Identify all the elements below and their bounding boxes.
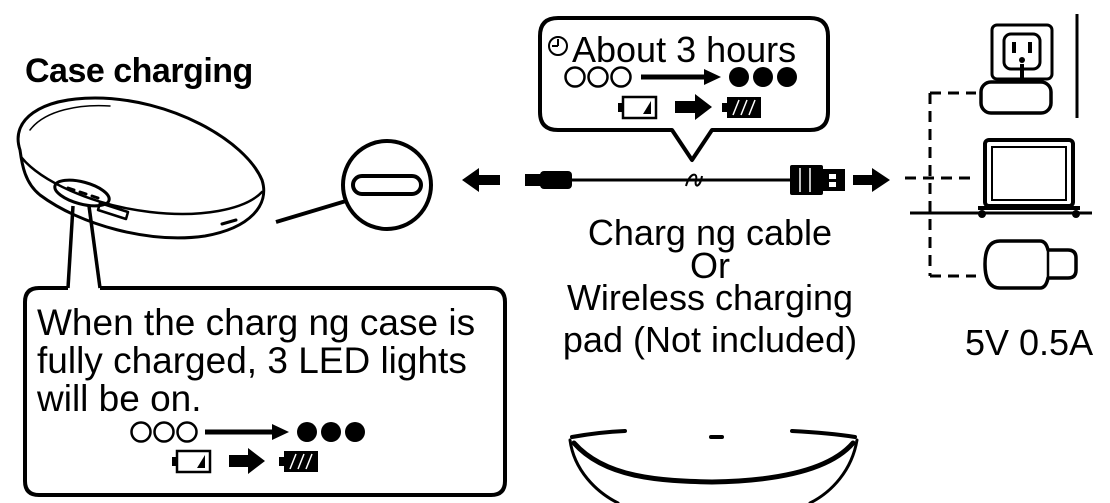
power-spec-label: 5V 0.5A xyxy=(965,322,1094,363)
usb-a-plug-icon xyxy=(790,165,845,195)
charging-case-icon xyxy=(16,96,266,240)
full-charge-note-line2: fully charged, 3 LED lights xyxy=(37,340,467,381)
car-charger-icon xyxy=(983,239,1078,290)
or-label: Or xyxy=(690,245,730,286)
full-charge-callout xyxy=(23,205,507,497)
clock-icon xyxy=(548,36,568,56)
wireless-label-line2: pad (Not included) xyxy=(562,319,858,360)
laptop-icon xyxy=(910,138,1092,218)
led-indicator-window xyxy=(53,178,111,208)
charge-time-callout xyxy=(538,16,830,162)
full-charge-note-line3: will be on. xyxy=(37,378,202,419)
page-title: Case charging xyxy=(25,52,253,90)
led-off-icon xyxy=(564,66,632,88)
arrow-left-icon xyxy=(462,168,500,192)
wireless-label-line1: Wireless charging xyxy=(566,277,854,318)
led-on-icon xyxy=(297,422,365,442)
charge-time-label: About 3 hours xyxy=(572,29,797,70)
battery-row xyxy=(618,94,761,120)
usb-c-port-magnifier xyxy=(275,139,433,231)
wall-adapter-icon xyxy=(979,14,1079,118)
battery-empty-icon xyxy=(172,449,212,474)
wireless-pad-icon xyxy=(568,429,859,503)
battery-empty-icon xyxy=(618,95,658,120)
usb-c-port-icon xyxy=(351,174,423,196)
led-off-icon xyxy=(130,421,198,443)
power-source-connectors xyxy=(905,91,976,278)
led-row xyxy=(130,421,365,443)
usb-c-plug-icon xyxy=(525,174,541,186)
led-on-icon xyxy=(729,67,797,87)
cable-label: Charg ng cable xyxy=(587,212,833,253)
led-row xyxy=(564,66,797,88)
arrow-right-icon xyxy=(853,168,890,192)
full-charge-note-line1: When the charg ng case is xyxy=(37,302,476,343)
battery-full-icon xyxy=(279,451,318,472)
battery-full-icon xyxy=(722,97,761,118)
charging-cable-icon xyxy=(525,165,845,195)
battery-row xyxy=(172,448,318,474)
